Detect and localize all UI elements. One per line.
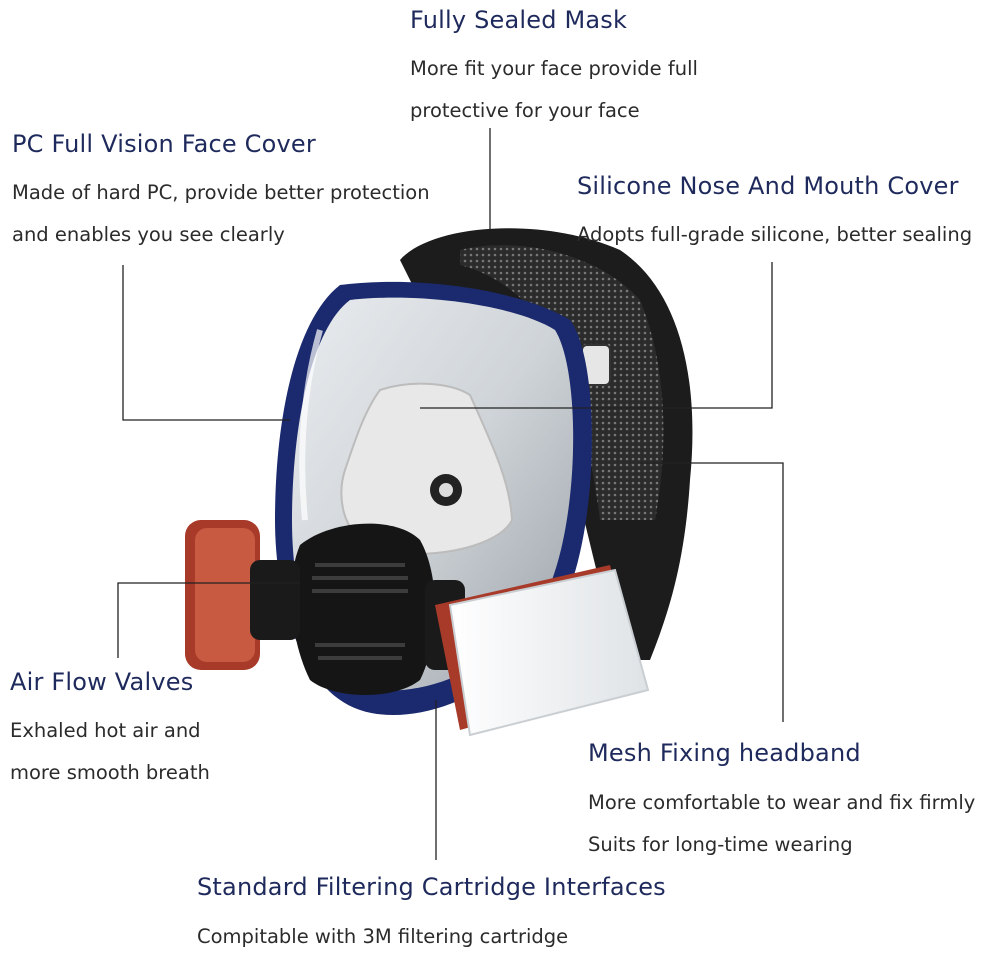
leader-line-pc (122, 265, 290, 421)
silicone-nose-cup (340, 382, 514, 556)
feature-desc-pc-1: Made of hard PC, provide better protecti… (12, 181, 430, 204)
feature-title-mesh: Mesh Fixing headband (588, 739, 861, 767)
feature-desc-mesh-1: More comfortable to wear and fix firmly (588, 791, 976, 814)
leader-line-mesh (640, 462, 784, 722)
feature-desc-airflow-2: more smooth breath (10, 761, 210, 784)
feature-title-cartridge: Standard Filtering Cartridge Interfaces (197, 873, 666, 901)
feature-title-airflow: Air Flow Valves (10, 668, 194, 696)
feature-title-silicone: Silicone Nose And Mouth Cover (577, 172, 959, 200)
feature-desc-cartridge-1: Compitable with 3M filtering cartridge (197, 925, 569, 948)
leader-line-silicone (420, 262, 773, 409)
leader-line-airflow (117, 582, 300, 658)
right-filter-cartridge (425, 565, 650, 737)
feature-desc-sealed-2: protective for your face (410, 99, 640, 122)
feature-desc-pc-2: and enables you see clearly (12, 223, 285, 246)
air-flow-valve (291, 523, 435, 695)
feature-desc-sealed-1: More fit your face provide full (410, 57, 698, 80)
feature-desc-silicone-1: Adopts full-grade silicone, better seali… (577, 223, 973, 246)
leader-lines (117, 128, 784, 860)
feature-desc-mesh-2: Suits for long-time wearing (588, 833, 853, 856)
left-filter-cartridge (185, 520, 300, 670)
feature-title-pc: PC Full Vision Face Cover (12, 130, 316, 158)
feature-title-sealed: Fully Sealed Mask (410, 6, 628, 34)
feature-desc-airflow-1: Exhaled hot air and (10, 719, 201, 742)
